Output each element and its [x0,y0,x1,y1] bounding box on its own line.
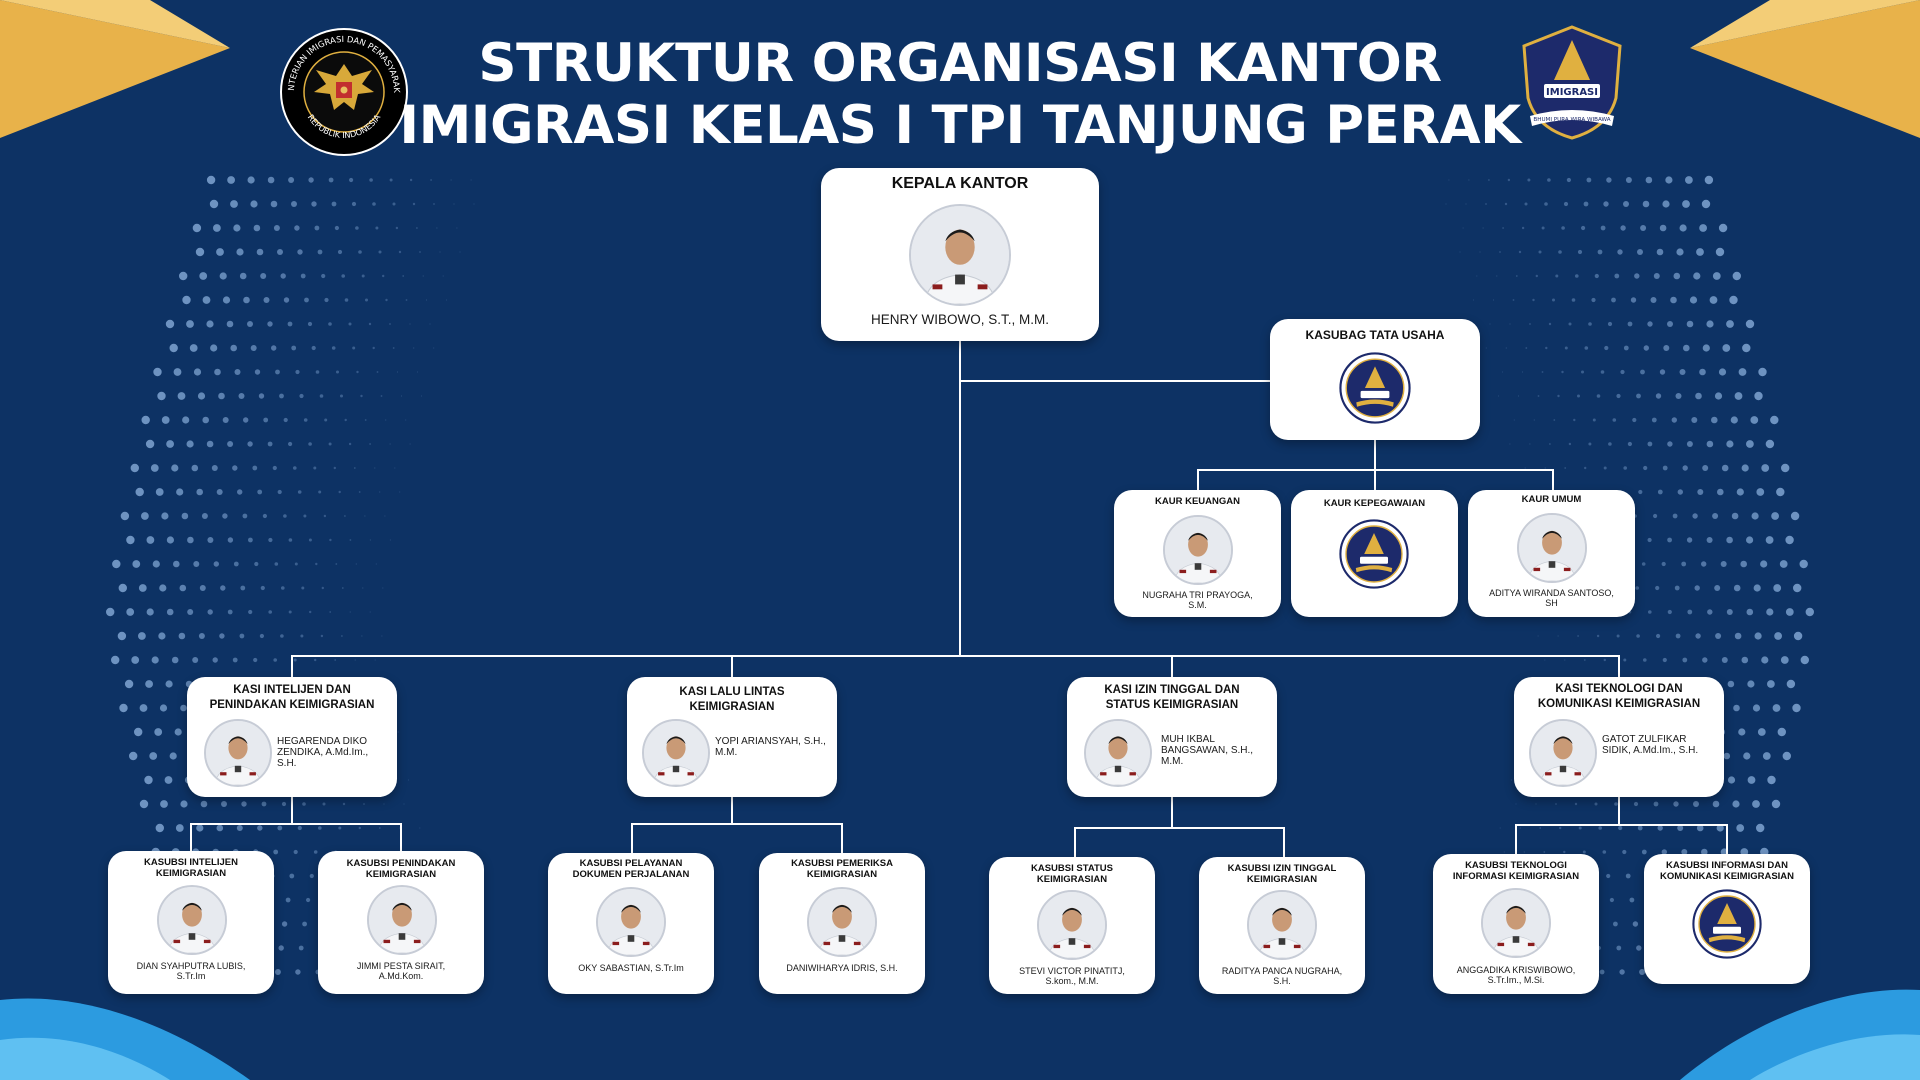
svg-text:BHUMI PURA WIRA WIBAWA: BHUMI PURA WIRA WIBAWA [1533,117,1610,123]
card-kasubsi-pelayanan: KASUBSI PELAYANAN DOKUMEN PERJALANAN OKY… [548,853,714,994]
person-name: OKY SABASTIAN, S.Tr.Im [556,963,706,973]
person-name: HEGARENDA DIKO ZENDIKA, A.Md.Im., S.H. [277,736,389,769]
role-label: KASUBAG TATA USAHA [1276,328,1474,342]
card-kasubsi-informasi: KASUBSI INFORMASI DAN KOMUNIKASI KEIMIGR… [1644,854,1810,984]
role-label: KAUR KEUANGAN [1120,496,1275,507]
role-label: KASI IZIN TINGGAL DAN STATUS KEIMIGRASIA… [1081,683,1263,713]
person-name: YOPI ARIANSYAH, S.H., M.M. [715,736,827,758]
avatar [1084,719,1152,787]
role-label: KASUBSI TEKNOLOGI INFORMASI KEIMIGRASIAN [1447,860,1585,882]
role-label: KASUBSI PELAYANAN DOKUMEN PERJALANAN [562,858,700,880]
avatar [1517,513,1587,583]
card-kasubag-tata-usaha: KASUBAG TATA USAHA [1270,319,1480,440]
role-label: KASI TEKNOLOGI DAN KOMUNIKASI KEIMIGRASI… [1528,682,1710,712]
imigrasi-logo [1692,889,1762,959]
person-name: NUGRAHA TRI PRAYOGA, S.M. [1134,590,1261,610]
person-name: GATOT ZULFIKAR SIDIK, A.Md.Im., S.H. [1602,734,1718,756]
role-label: KASUBSI PEMERIKSA KEIMIGRASIAN [775,858,909,880]
card-kepala-kantor: KEPALA KANTOR HENRY WIBOWO, S.T., M.M. [821,168,1099,341]
person-name: HENRY WIBOWO, S.T., M.M. [827,312,1093,327]
page-title-line1: STRUKTUR ORGANISASI KANTOR [380,34,1540,94]
person-name: ANGGADIKA KRISWIBOWO, S.Tr.Im., M.Si. [1453,965,1579,985]
person-name: MUH IKBAL BANGSAWAN, S.H., M.M. [1161,734,1269,767]
avatar [204,719,272,787]
person-name: ADITYA WIRANDA SANTOSO, SH [1484,588,1619,608]
card-kasubsi-pemeriksa: KASUBSI PEMERIKSA KEIMIGRASIAN DANIWIHAR… [759,853,925,994]
imigrasi-logo [1339,352,1411,424]
person-name: DANIWIHARYA IDRIS, S.H. [767,963,917,973]
person-name: DIAN SYAHPUTRA LUBIS, S.Tr.Im [122,961,260,981]
role-label: KASUBSI PENINDAKAN KEIMIGRASIAN [334,858,468,880]
avatar [909,204,1011,306]
person-name: STEVI VICTOR PINATITJ, S.kom., M.M. [1009,966,1135,986]
role-label: KASI LALU LINTAS KEIMIGRASIAN [651,685,813,715]
avatar [1163,515,1233,585]
card-kasi-lalu-lintas: KASI LALU LINTAS KEIMIGRASIAN YOPI ARIAN… [627,677,837,797]
role-label: KASUBSI IZIN TINGGAL KEIMIGRASIAN [1215,863,1349,885]
role-label: KASUBSI INTELIJEN KEIMIGRASIAN [124,857,258,879]
avatar [596,887,666,957]
card-kaur-keuangan: KAUR KEUANGAN NUGRAHA TRI PRAYOGA, S.M. [1114,490,1281,617]
imigrasi-logo [1339,519,1409,589]
card-kasubsi-intelijen: KASUBSI INTELIJEN KEIMIGRASIAN DIAN SYAH… [108,851,274,994]
role-label: KAUR UMUM [1474,494,1629,505]
card-kasi-izin-tinggal: KASI IZIN TINGGAL DAN STATUS KEIMIGRASIA… [1067,677,1277,797]
avatar [1529,719,1597,787]
card-kaur-umum: KAUR UMUM ADITYA WIRANDA SANTOSO, SH [1468,490,1635,617]
role-label: KASUBSI INFORMASI DAN KOMUNIKASI KEIMIGR… [1652,860,1802,882]
avatar [157,885,227,955]
person-name: JIMMI PESTA SIRAIT, A.Md.Kom. [342,961,460,981]
card-kasi-teknologi: KASI TEKNOLOGI DAN KOMUNIKASI KEIMIGRASI… [1514,677,1724,797]
avatar [642,719,710,787]
card-kasubsi-status: KASUBSI STATUS KEIMIGRASIAN STEVI VICTOR… [989,857,1155,994]
card-kaur-kepegawaian: KAUR KEPEGAWAIAN [1291,490,1458,617]
role-label: KAUR KEPEGAWAIAN [1297,498,1452,509]
svg-text:IMIGRASI: IMIGRASI [1546,87,1598,98]
avatar [1247,890,1317,960]
card-kasubsi-teknologi: KASUBSI TEKNOLOGI INFORMASI KEIMIGRASIAN… [1433,854,1599,994]
card-kasubsi-penindakan: KASUBSI PENINDAKAN KEIMIGRASIAN JIMMI PE… [318,851,484,994]
avatar [1037,890,1107,960]
avatar [367,885,437,955]
card-kasubsi-izin-tinggal: KASUBSI IZIN TINGGAL KEIMIGRASIAN RADITY… [1199,857,1365,994]
card-kasi-intelijen: KASI INTELIJEN DAN PENINDAKAN KEIMIGRASI… [187,677,397,797]
person-name: RADITYA PANCA NUGRAHA, S.H. [1215,966,1349,986]
role-label: KASI INTELIJEN DAN PENINDAKAN KEIMIGRASI… [201,683,383,713]
role-label: KEPALA KANTOR [827,175,1093,193]
page-title-line2: IMIGRASI KELAS I TPI TANJUNG PERAK [380,96,1540,156]
avatar [1481,888,1551,958]
role-label: KASUBSI STATUS KEIMIGRASIAN [1019,863,1125,885]
avatar [807,887,877,957]
